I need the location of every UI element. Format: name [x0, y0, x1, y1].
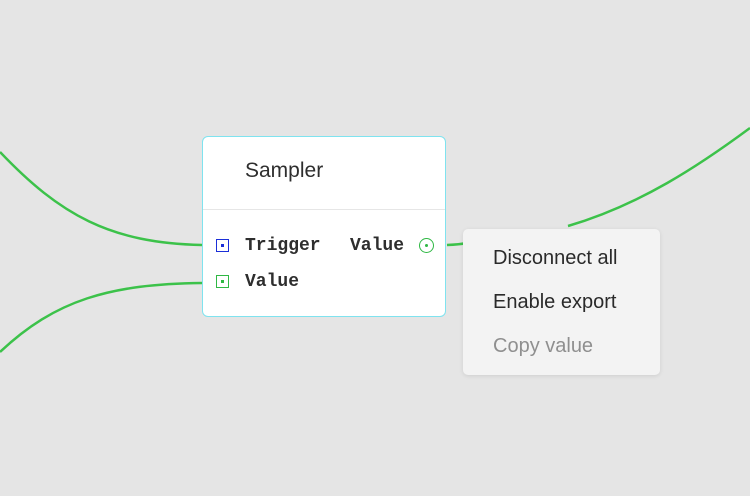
menu-item-enable-export[interactable]: Enable export	[493, 291, 617, 313]
node-title: Sampler	[245, 159, 324, 182]
value-output-label: Value	[349, 236, 404, 256]
wire-to-trigger[interactable]	[0, 151, 203, 247]
context-menu: Disconnect all Enable export Copy value	[463, 229, 660, 375]
menu-item-disconnect-all[interactable]: Disconnect all	[493, 247, 618, 269]
port-row-trigger: Trigger Value	[203, 235, 445, 257]
value-input-port-icon[interactable]	[216, 275, 229, 288]
wire-from-value-output-continued[interactable]	[567, 126, 750, 228]
trigger-input-label: Trigger	[245, 236, 321, 256]
value-input-label: Value	[245, 272, 300, 292]
trigger-input-port-icon[interactable]	[216, 239, 229, 252]
node-divider	[203, 209, 445, 210]
wire-to-value[interactable]	[0, 281, 203, 353]
sampler-node[interactable]: Sampler Trigger Value Value	[202, 136, 446, 317]
menu-item-copy-value: Copy value	[493, 335, 594, 357]
port-row-value: Value	[203, 271, 445, 293]
value-output-port-icon[interactable]	[419, 238, 434, 253]
